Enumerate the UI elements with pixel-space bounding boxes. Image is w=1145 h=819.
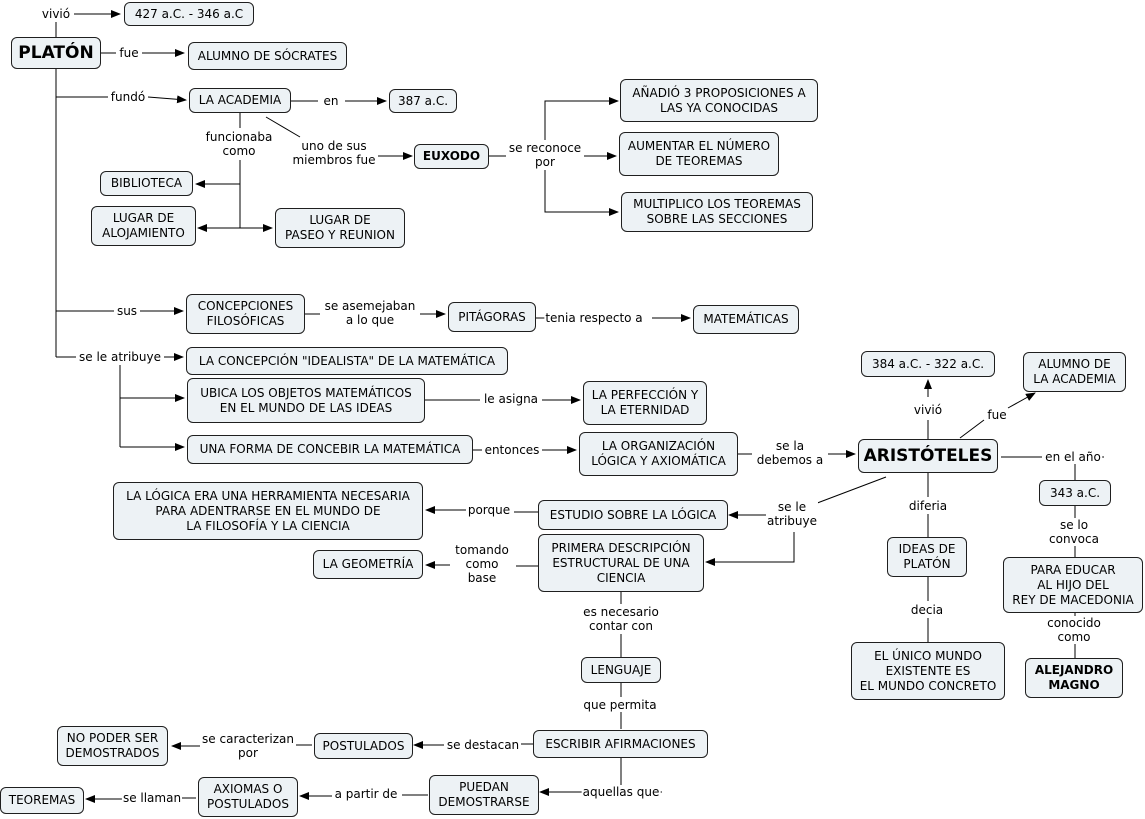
node-estudio-logica: ESTUDIO SOBRE LA LÓGICA bbox=[538, 500, 728, 530]
node-alojamiento: LUGAR DE ALOJAMIENTO bbox=[91, 206, 196, 246]
node-forma: UNA FORMA DE CONCEBIR LA MATEMÁTICA bbox=[187, 435, 473, 464]
node-ubica: UBICA LOS OBJETOS MATEMÁTICOS EN EL MUND… bbox=[187, 378, 425, 423]
node-axiomas: AXIOMAS O POSTULADOS bbox=[198, 777, 298, 817]
node-escribir: ESCRIBIR AFIRMACIONES bbox=[533, 730, 708, 758]
node-lenguaje: LENGUAJE bbox=[581, 657, 661, 683]
node-puedan: PUEDAN DEMOSTRARSE bbox=[429, 775, 539, 815]
node-unico-mundo: EL ÚNICO MUNDO EXISTENTE ES EL MUNDO CON… bbox=[851, 642, 1005, 700]
node-anio-387: 387 a.C. bbox=[389, 89, 457, 113]
link-se-lo-convoca: se lo convoca bbox=[1038, 518, 1110, 546]
link-se-llaman: se llaman bbox=[121, 791, 183, 805]
node-logica-herramienta: LA LÓGICA ERA UNA HERRAMIENTA NECESARIA … bbox=[113, 482, 423, 540]
link-le-asigna: le asigna bbox=[482, 392, 540, 406]
link-entonces: entonces bbox=[483, 443, 541, 457]
link-decia: decia bbox=[909, 603, 945, 617]
node-no-poder: NO PODER SER DEMOSTRADOS bbox=[57, 726, 168, 766]
node-la-academia: LA ACADEMIA bbox=[189, 88, 291, 113]
node-matematicas: MATEMÁTICAS bbox=[693, 305, 799, 334]
link-se-asemejaban: se asemejaban a lo que bbox=[323, 299, 417, 327]
node-multiplico: MULTIPLICO LOS TEOREMAS SOBRE LAS SECCIO… bbox=[621, 192, 813, 232]
node-organizacion: LA ORGANIZACIÓN LÓGICA Y AXIOMÁTICA bbox=[579, 432, 738, 476]
node-biblioteca: BIBLIOTECA bbox=[100, 171, 193, 196]
link-a-partir-de: a partir de bbox=[333, 787, 399, 801]
link-sus: sus bbox=[115, 304, 139, 318]
node-platon: PLATÓN bbox=[11, 37, 101, 69]
link-tenia-respecto: tenia respecto a bbox=[544, 311, 644, 325]
node-anio-343: 343 a.C. bbox=[1039, 480, 1111, 506]
link-fundo: fundó bbox=[109, 90, 147, 104]
node-aumentar: AUMENTAR EL NÚMERO DE TEOREMAS bbox=[619, 132, 779, 176]
node-concepciones: CONCEPCIONES FILOSÓFICAS bbox=[186, 294, 305, 334]
link-se-le-atribuye-platon: se le atribuye bbox=[77, 350, 163, 364]
node-postulados: POSTULADOS bbox=[314, 733, 413, 759]
link-vivio-aristoteles: vivió bbox=[912, 403, 944, 417]
link-diferia: diferia bbox=[907, 499, 949, 513]
link-tomando-como-base: tomando como base bbox=[454, 543, 510, 585]
link-uno-de-sus-miembros: uno de sus miembros fue bbox=[291, 139, 377, 167]
node-ideas-platon: IDEAS DE PLATÓN bbox=[887, 537, 967, 577]
node-alumno-socrates: ALUMNO DE SÓCRATES bbox=[188, 42, 347, 70]
node-fechas-aristoteles: 384 a.C. - 322 a.C. bbox=[861, 351, 995, 377]
link-en-el-anio: en el año bbox=[1044, 450, 1102, 464]
link-se-reconoce-por: se reconoce por bbox=[507, 141, 583, 169]
link-en: en bbox=[322, 94, 340, 108]
link-se-destacan: se destacan bbox=[445, 738, 521, 752]
link-vivio-platon: vivió bbox=[40, 7, 72, 21]
node-geometria: LA GEOMETRÍA bbox=[313, 550, 423, 579]
node-perfeccion: LA PERFECCIÓN Y LA ETERNIDAD bbox=[583, 381, 707, 425]
node-alejandro: ALEJANDRO MAGNO bbox=[1025, 658, 1123, 698]
node-euxodo: EUXODO bbox=[414, 144, 489, 169]
node-pitagoras: PITÁGORAS bbox=[448, 302, 536, 332]
link-se-le-atribuye-aristoteles: se le atribuye bbox=[765, 500, 819, 528]
link-es-necesario: es necesario contar con bbox=[582, 605, 660, 633]
link-se-caracterizan: se caracterizan por bbox=[201, 732, 295, 760]
node-anadio: AÑADIÓ 3 PROPOSICIONES A LAS YA CONOCIDA… bbox=[620, 79, 818, 122]
link-que-permita: que permita bbox=[582, 698, 658, 712]
node-fechas-platon: 427 a.C. - 346 a.C bbox=[124, 2, 254, 26]
link-fue-aristoteles: fue bbox=[986, 408, 1008, 422]
node-alumno-academia: ALUMNO DE LA ACADEMIA bbox=[1023, 352, 1126, 392]
link-se-la-debemos: se la debemos a bbox=[755, 439, 825, 467]
link-fue-platon: fue bbox=[118, 46, 140, 60]
node-teoremas: TEOREMAS bbox=[0, 787, 84, 814]
link-aquellas-que: aquellas que bbox=[581, 785, 661, 799]
link-funcionaba-como: funcionaba como bbox=[204, 130, 274, 158]
node-educar: PARA EDUCAR AL HIJO DEL REY DE MACEDONIA bbox=[1003, 557, 1143, 613]
link-conocido-como: conocido como bbox=[1038, 616, 1110, 644]
node-paseo: LUGAR DE PASEO Y REUNION bbox=[275, 208, 405, 248]
node-primera-descripcion: PRIMERA DESCRIPCIÓN ESTRUCTURAL DE UNA C… bbox=[538, 534, 704, 592]
node-idealista: LA CONCEPCIÓN "IDEALISTA" DE LA MATEMÁTI… bbox=[186, 347, 508, 375]
node-aristoteles: ARISTÓTELES bbox=[858, 439, 998, 473]
link-porque: porque bbox=[466, 503, 512, 517]
